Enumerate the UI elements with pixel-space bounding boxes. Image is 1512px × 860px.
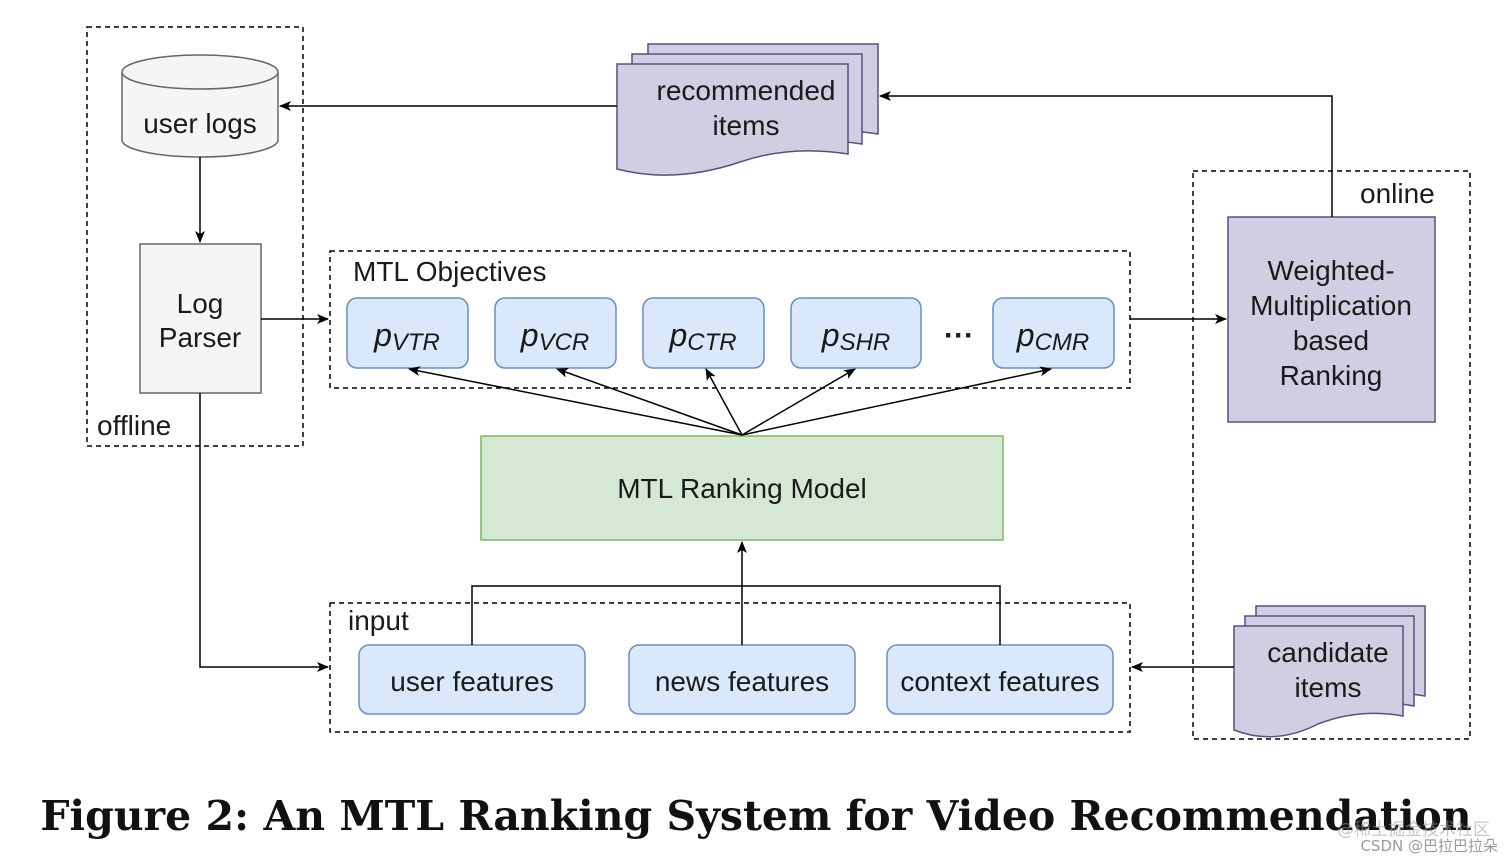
objective-pcmr: pCMR [992, 297, 1115, 369]
offline-label: offline [97, 410, 171, 441]
news-features-label: news features [655, 666, 829, 697]
context-features-box: context features [886, 644, 1114, 715]
input-group [329, 602, 1131, 733]
candidate-items-label-line2: items [1295, 672, 1362, 703]
user-logs-database: user logs [121, 54, 279, 158]
arrow-parser-to-input [199, 393, 329, 672]
mtl-ranking-model-box: MTL Ranking Model [480, 435, 1004, 541]
user-features-label: user features [390, 666, 553, 697]
weighted-ranking-box: Weighted- Multiplication based Ranking [1227, 216, 1436, 423]
input-label: input [348, 605, 409, 636]
log-parser-label-line2: Parser [159, 322, 241, 353]
svg-text:pVTR: pVTR [373, 317, 440, 356]
line-user-features-merge [471, 585, 1001, 645]
mtl-objectives-label: MTL Objectives [353, 256, 546, 287]
objective-pvtr: pVTR [346, 297, 469, 369]
svg-text:pSHR: pSHR [821, 317, 890, 356]
arrow-model-to-pvtr [408, 366, 743, 436]
log-parser-label-line1: Log [177, 288, 224, 319]
weighted-ranking-line1: Weighted- [1267, 255, 1394, 286]
weighted-ranking-line4: Ranking [1280, 360, 1383, 391]
objective-pshr: pSHR [790, 297, 922, 369]
svg-text:pVCR: pVCR [520, 317, 589, 356]
arrow-ranking-to-recommended [879, 91, 1333, 217]
arrow-model-to-pctr [705, 368, 743, 436]
weighted-ranking-line3: based [1293, 325, 1369, 356]
watermark-juejin: @稀土掘金技术社区 [1337, 820, 1490, 840]
online-label: online [1360, 178, 1435, 209]
recommended-items-docs: recommended items [616, 43, 879, 176]
weighted-ranking-line2: Multiplication [1250, 290, 1412, 321]
arrow-model-to-pshr [741, 368, 856, 436]
news-features-box: news features [628, 644, 856, 715]
figure-caption: Figure 2: An MTL Ranking System for Vide… [40, 792, 1472, 840]
objectives-ellipsis: ··· [944, 319, 974, 352]
candidate-items-label-line1: candidate [1267, 637, 1388, 668]
log-parser-box: Log Parser [139, 243, 262, 394]
watermark-csdn: CSDN @巴拉巴拉朵 [1360, 837, 1498, 855]
mtl-ranking-model-label: MTL Ranking Model [617, 473, 867, 504]
svg-text:pCMR: pCMR [1016, 317, 1089, 356]
svg-text:pCTR: pCTR [668, 317, 736, 356]
connectors [195, 91, 1333, 672]
user-features-box: user features [358, 644, 586, 715]
recommended-items-label-line1: recommended [657, 75, 836, 106]
objective-pctr: pCTR [642, 297, 765, 369]
user-logs-label: user logs [143, 108, 257, 139]
arrow-model-to-pvcr [556, 367, 743, 436]
context-features-label: context features [900, 666, 1099, 697]
offline-group [86, 26, 304, 447]
objective-pvcr: pVCR [494, 297, 617, 369]
candidate-items-docs: candidate items [1233, 605, 1426, 738]
arrow-model-to-pcmr [741, 366, 1052, 436]
recommended-items-label-line2: items [713, 110, 780, 141]
